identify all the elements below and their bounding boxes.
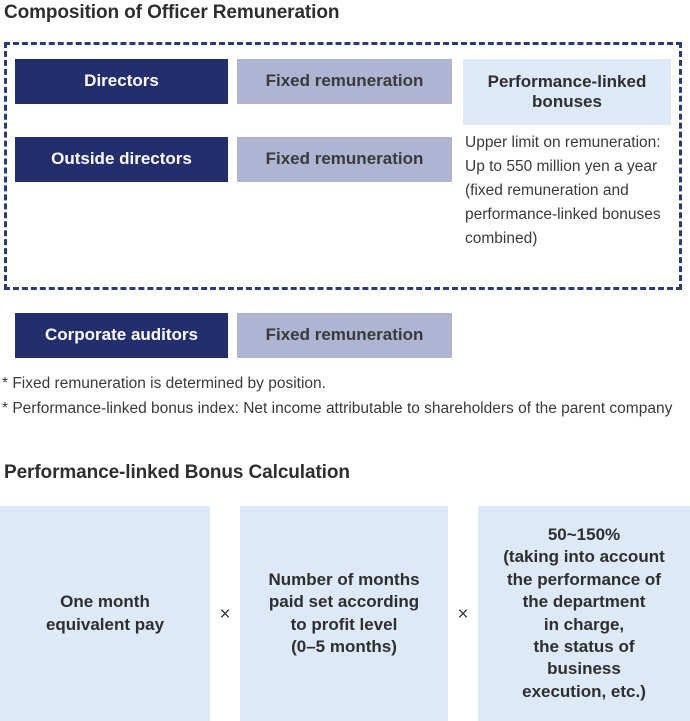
role-bar-outside-directors: Outside directors	[15, 137, 228, 182]
role-bar-directors: Directors	[15, 59, 228, 104]
calc-factor-months-paid: Number of months paid set according to p…	[240, 506, 448, 721]
fixed-remuneration-bar-corporate-auditors: Fixed remuneration	[237, 313, 452, 358]
fixed-remuneration-bar-directors: Fixed remuneration	[237, 59, 452, 104]
footnotes-list: * Fixed remuneration is determined by po…	[2, 372, 682, 421]
page-title-composition: Composition of Officer Remuneration	[4, 2, 340, 23]
footnote-item: * Performance-linked bonus index: Net in…	[2, 399, 673, 417]
multiply-operator-icon: ×	[457, 604, 469, 625]
multiply-operator-icon: ×	[219, 604, 231, 625]
calc-factor-performance-coefficient: 50~150% (taking into account the perform…	[478, 506, 690, 721]
fixed-remuneration-bar-outside-directors: Fixed remuneration	[237, 137, 452, 182]
role-bar-corporate-auditors: Corporate auditors	[15, 313, 228, 358]
footnote-item: * Fixed remuneration is determined by po…	[2, 375, 326, 392]
composition-dashed-frame	[4, 42, 682, 290]
performance-linked-bonuses-bar: Performance-linked bonuses	[463, 59, 671, 125]
page-title-bonus-calculation: Performance-linked Bonus Calculation	[4, 462, 350, 483]
upper-limit-note: Upper limit on remuneration: Up to 550 m…	[465, 134, 661, 248]
calc-factor-one-month-pay: One month equivalent pay	[0, 506, 210, 721]
